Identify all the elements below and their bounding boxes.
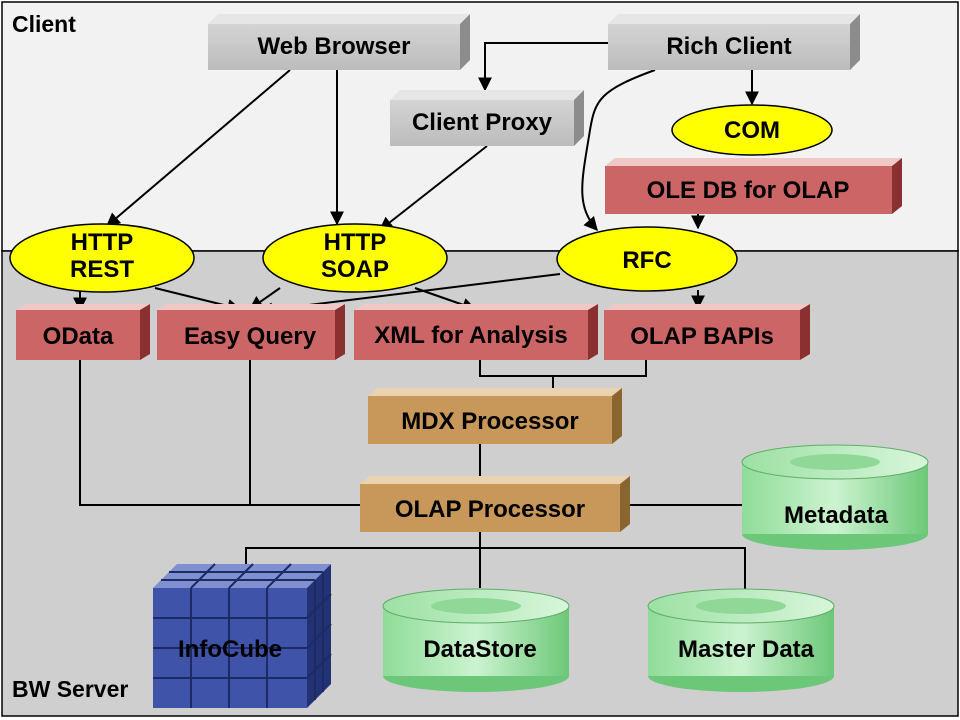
http-rest-line1: HTTP <box>71 229 134 256</box>
com-label: COM <box>724 117 780 144</box>
metadata-cylinder: Metadata <box>741 444 929 550</box>
connector-xmla-bapis-mdx <box>479 360 647 377</box>
web-browser-box: Web Browser <box>208 14 470 70</box>
http-soap-line2: SOAP <box>321 256 389 283</box>
easy-query-label: Easy Query <box>184 323 317 350</box>
com-ellipse: COM <box>671 104 833 156</box>
client-proxy-label: Client Proxy <box>412 109 553 136</box>
connector-storage-bus <box>245 547 746 592</box>
odata-box: OData <box>16 304 150 360</box>
master-data-cylinder: Master Data <box>647 588 835 692</box>
olap-processor-box: OLAP Processor <box>360 476 630 532</box>
rfc-label: RFC <box>622 247 671 274</box>
web-browser-label: Web Browser <box>258 33 411 60</box>
mdx-processor-box: MDX Processor <box>368 388 622 444</box>
http-rest-line2: REST <box>70 256 134 283</box>
ole-db-label: OLE DB for OLAP <box>647 177 850 204</box>
ole-db-box: OLE DB for OLAP <box>605 158 902 214</box>
http-soap-line1: HTTP <box>324 229 387 256</box>
client-proxy-box: Client Proxy <box>390 90 584 146</box>
http-rest-ellipse: HTTP REST <box>9 223 195 293</box>
connector-rich-proxy <box>478 42 608 92</box>
olap-processor-label: OLAP Processor <box>395 496 585 523</box>
easy-query-box: Easy Query <box>157 304 345 360</box>
infocube: InfoCube <box>153 563 332 708</box>
client-zone-label: Client <box>12 11 76 37</box>
master-data-label: Master Data <box>678 636 815 663</box>
rich-client-label: Rich Client <box>666 33 791 60</box>
olap-bapis-label: OLAP BAPIs <box>630 323 774 350</box>
xmla-box: XML for Analysis <box>354 304 598 360</box>
connector-rich-rfc <box>581 69 656 232</box>
infocube-label: InfoCube <box>178 636 282 663</box>
connector-proxy-soap <box>378 145 488 231</box>
connector-browser-rest <box>105 69 291 227</box>
rich-client-box: Rich Client <box>608 14 860 70</box>
datastore-cylinder: DataStore <box>382 588 570 692</box>
datastore-label: DataStore <box>423 636 536 663</box>
olap-bapis-box: OLAP BAPIs <box>604 304 810 360</box>
mdx-processor-label: MDX Processor <box>401 408 578 435</box>
xmla-label: XML for Analysis <box>374 322 567 349</box>
metadata-label: Metadata <box>784 502 889 529</box>
connector-odata-olap <box>79 360 360 506</box>
server-zone-label: BW Server <box>12 676 128 702</box>
http-soap-ellipse: HTTP SOAP <box>262 223 448 293</box>
odata-label: OData <box>43 323 114 350</box>
rfc-ellipse: RFC <box>556 226 738 292</box>
